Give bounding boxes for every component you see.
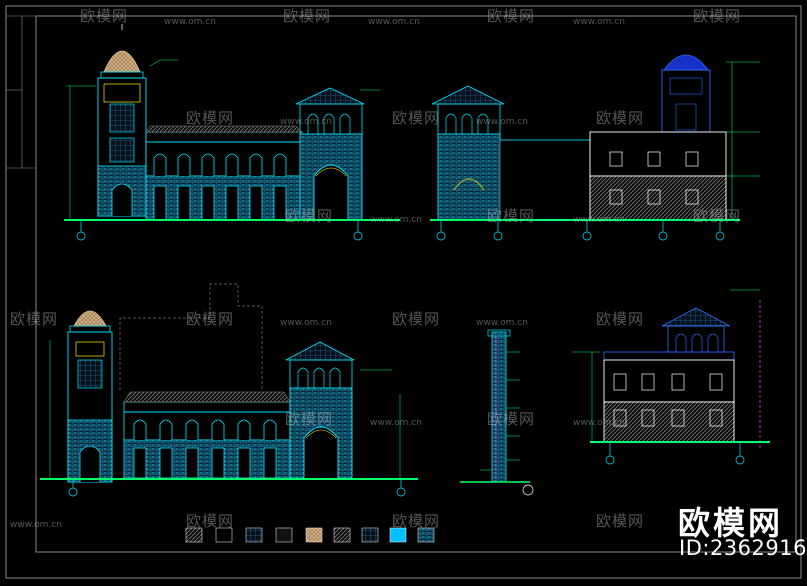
legend-swatch-7	[361, 527, 379, 543]
watermark-brand: 欧模网	[596, 512, 645, 530]
side-elevation	[572, 289, 770, 465]
column-section-detail	[460, 329, 534, 496]
watermark-url: www.om.cn	[370, 215, 422, 225]
watermark-brand: 欧模网	[392, 310, 441, 328]
legend-swatch-1	[185, 527, 203, 543]
watermark-url: www.om.cn	[280, 318, 332, 328]
brand-logo: 欧模网	[678, 504, 784, 542]
watermark-url: www.om.cn	[164, 17, 216, 27]
watermark-brand: 欧模网	[487, 7, 536, 25]
legend-swatch-8	[389, 527, 407, 543]
watermark-url: www.om.cn	[368, 17, 420, 27]
watermark-brand: 欧模网	[693, 207, 742, 225]
watermark-brand: 欧模网	[80, 7, 129, 25]
image-id: ID:2362916	[679, 536, 807, 560]
watermark-url: www.om.cn	[573, 215, 625, 225]
watermark-brand: 欧模网	[487, 207, 536, 225]
legend-swatch-4	[275, 527, 293, 543]
sheet-frame	[5, 5, 802, 579]
watermark-brand: 欧模网	[392, 512, 441, 530]
front-elevation-2	[430, 54, 760, 241]
watermark-brand: 欧模网	[392, 109, 441, 127]
watermark-url: www.om.cn	[476, 117, 528, 127]
watermark-url: www.om.cn	[10, 520, 62, 530]
watermark-brand: 欧模网	[285, 207, 334, 225]
watermark-brand: 欧模网	[283, 7, 332, 25]
watermark-url: www.om.cn	[280, 117, 332, 127]
legend-swatch-3	[245, 527, 263, 543]
legend-swatch-9	[417, 527, 435, 543]
watermark-brand: 欧模网	[186, 109, 235, 127]
watermark-url: www.om.cn	[573, 17, 625, 27]
material-legend	[185, 527, 435, 543]
front-elevation-1	[64, 24, 400, 241]
watermark-url: www.om.cn	[370, 418, 422, 428]
watermark-brand: 欧模网	[487, 410, 536, 428]
legend-swatch-5	[305, 527, 323, 543]
legend-swatch-6	[333, 527, 351, 543]
legend-swatch-2	[215, 527, 233, 543]
watermark-url: www.om.cn	[573, 418, 625, 428]
watermark-url: www.om.cn	[476, 318, 528, 328]
watermark-brand: 欧模网	[186, 310, 235, 328]
watermark-brand: 欧模网	[596, 109, 645, 127]
watermark-brand: 欧模网	[186, 512, 235, 530]
watermark-brand: 欧模网	[693, 7, 742, 25]
front-elevation-3	[40, 283, 418, 497]
watermark-brand: 欧模网	[285, 410, 334, 428]
watermark-brand: 欧模网	[10, 310, 59, 328]
watermark-brand: 欧模网	[596, 310, 645, 328]
